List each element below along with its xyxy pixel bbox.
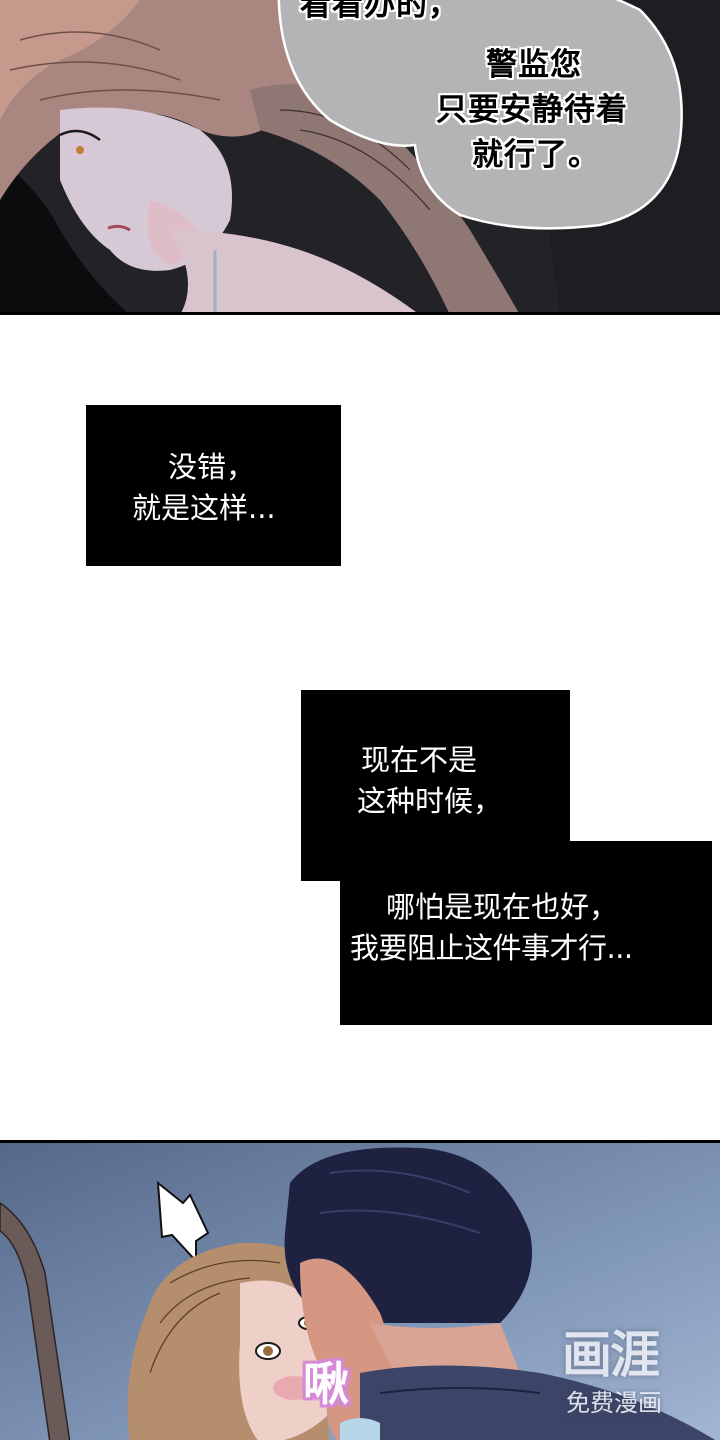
sound-effect-text: 啾 <box>303 1357 349 1411</box>
watermark-tagline: 免费漫画 <box>566 1389 662 1417</box>
caption-3-line-1: 哪怕是现在也好， <box>386 890 619 924</box>
caption-2-line-1: 现在不是 <box>361 743 478 777</box>
caption-3-line-2: 我要阻止这件事才行... <box>350 931 633 965</box>
watermark-brand: 画涯 <box>562 1326 660 1384</box>
panel-1-illustration <box>0 0 720 312</box>
panel-3-illustration <box>0 1143 720 1440</box>
comic-panel-3: 啾 <box>0 1140 720 1440</box>
narration-caption-1: 没错， 就是这样... <box>86 405 341 566</box>
speech-bubble-line-4: 就行了。 <box>472 137 600 173</box>
speech-bubble-line-2: 警监您 <box>486 47 582 83</box>
caption-2-line-2: 这种时候， <box>357 784 503 818</box>
caption-1-line-2: 就是这样... <box>132 491 276 525</box>
speech-bubble-line-1: 看看办的， <box>300 0 460 23</box>
narration-caption-3: 哪怕是现在也好， 我要阻止这件事才行... <box>340 841 712 1025</box>
comic-panel-1: 看看办的， 警监您 只要安静待着 就行了。 <box>0 0 720 315</box>
caption-1-line-1: 没错， <box>168 450 256 484</box>
speech-bubble-line-3: 只要安静待着 <box>436 92 628 128</box>
